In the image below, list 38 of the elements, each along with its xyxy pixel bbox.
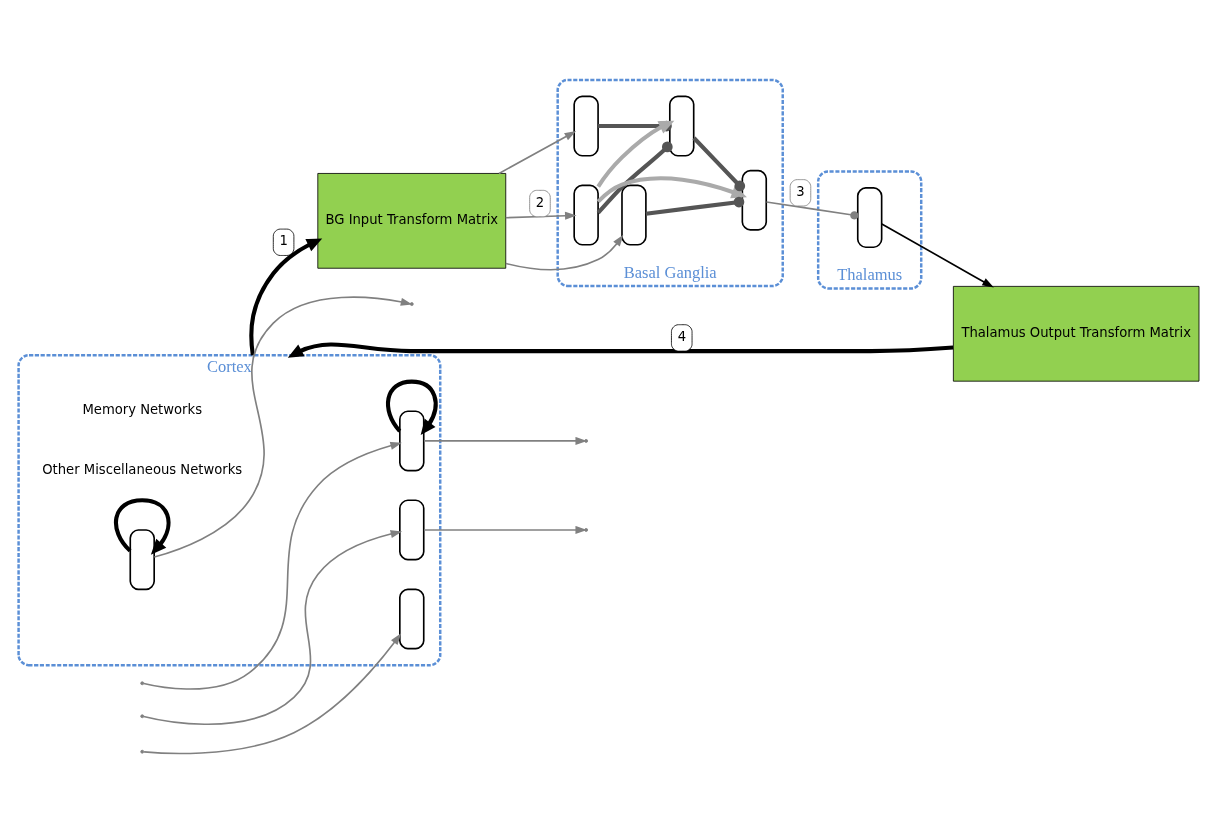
edge-label: 3 (796, 183, 805, 199)
edge-label: 1 (279, 233, 288, 249)
node-box (621, 184, 647, 246)
label: Other Miscellaneous Networks (42, 461, 243, 477)
node-box: Thalamus Output Transform Matrix (952, 285, 1200, 382)
node-box (573, 95, 599, 157)
node-box (741, 169, 768, 231)
arrow (504, 211, 577, 220)
arrow (423, 436, 587, 445)
node-box (399, 499, 425, 561)
node-box (856, 187, 883, 249)
arrow (143, 441, 402, 690)
cluster: Thalamus (816, 170, 923, 290)
node-box (573, 184, 599, 246)
connector (765, 201, 859, 220)
connector (596, 141, 673, 215)
connector (645, 196, 745, 216)
arrow (505, 234, 624, 271)
edge-label: 4 (677, 329, 687, 345)
node-box (668, 95, 695, 157)
edge-label: 2 (535, 194, 545, 210)
arrow (498, 131, 577, 175)
node-box (129, 529, 155, 591)
node-box: BG Input Transform Matrix (317, 173, 507, 269)
arrow (143, 633, 402, 755)
connector (692, 136, 746, 192)
arrow (287, 342, 954, 358)
arrow (596, 176, 747, 204)
arrow (142, 530, 403, 726)
node-box (399, 410, 425, 472)
arrow (153, 296, 413, 558)
node-box (399, 588, 425, 650)
arrow (423, 525, 587, 535)
arrow (385, 379, 438, 436)
arrow (881, 223, 994, 288)
label: Memory Networks (82, 402, 203, 418)
arrow (113, 498, 171, 555)
arrow (249, 238, 323, 356)
